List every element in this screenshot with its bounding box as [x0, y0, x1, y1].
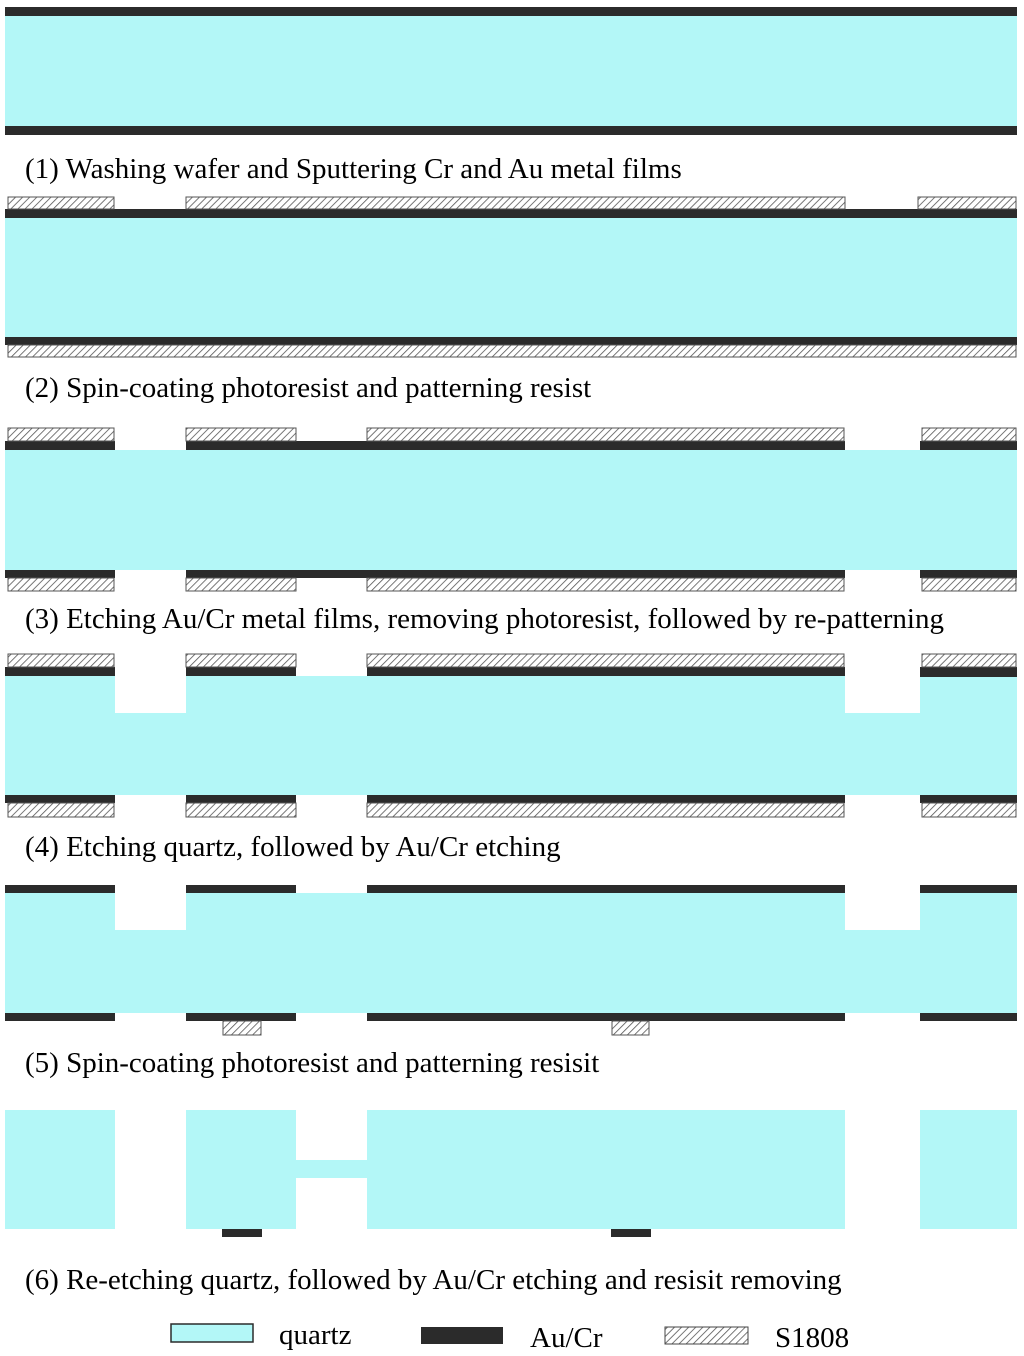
- legend-swatch-s1808: [664, 1326, 749, 1345]
- metal-film-bottom: [5, 337, 1017, 345]
- metal-film-bottom: [5, 570, 115, 578]
- resist-bottom: [7, 802, 115, 818]
- legend-label-s1808: S1808: [775, 1322, 849, 1354]
- step-2-cross-section: [5, 196, 1017, 358]
- metal-film-top: [5, 7, 1017, 16]
- quartz-block: [5, 1110, 115, 1229]
- resist-bottom: [185, 577, 297, 592]
- resist-top: [366, 427, 845, 442]
- step-3-label: (3) Etching Au/Cr metal films, removing …: [25, 603, 944, 635]
- legend-item-au-cr: Au/Cr: [421, 1322, 603, 1354]
- resist-bottom: [921, 802, 1017, 818]
- legend-label-au-cr: Au/Cr: [530, 1322, 603, 1354]
- resist-top: [185, 653, 297, 668]
- step-5-cross-section: [5, 885, 1017, 1036]
- quartz-layer: [5, 16, 1017, 126]
- metal-film-top: [920, 885, 1017, 893]
- legend: quartz Au/Cr S1808: [170, 1319, 849, 1354]
- resist-top: [7, 427, 115, 442]
- resist-top: [185, 196, 846, 210]
- quartz-layer: [5, 218, 1017, 337]
- resist-bottom: [7, 344, 1017, 358]
- step-6-label: (6) Re-etching quartz, followed by Au/Cr…: [25, 1264, 842, 1296]
- resist-top: [921, 653, 1017, 668]
- metal-film-bottom: [5, 1013, 115, 1021]
- legend-item-s1808: S1808: [664, 1322, 849, 1354]
- resist-pad: [611, 1020, 650, 1036]
- metal-film-top: [920, 667, 1017, 677]
- metal-pad: [222, 1229, 262, 1237]
- metal-film-top: [920, 441, 1017, 450]
- metal-pad: [611, 1229, 651, 1237]
- metal-film-top: [5, 209, 1017, 218]
- resist-top: [185, 427, 297, 442]
- legend-item-quartz: quartz: [170, 1319, 352, 1351]
- metal-film-bottom: [367, 1013, 845, 1021]
- resist-top: [921, 427, 1017, 442]
- resist-pad: [222, 1020, 262, 1036]
- metal-film-bottom: [920, 570, 1017, 578]
- metal-film-top: [186, 667, 296, 676]
- metal-film-bottom: [186, 1013, 296, 1021]
- quartz-layer: [5, 676, 1017, 795]
- step-2-label: (2) Spin-coating photoresist and pattern…: [25, 372, 591, 404]
- metal-film-top: [5, 885, 115, 893]
- resist-bottom: [366, 577, 845, 592]
- metal-film-bottom: [920, 795, 1017, 803]
- resist-bottom: [7, 577, 115, 592]
- step-1-label: (1) Washing wafer and Sputtering Cr and …: [25, 153, 682, 185]
- step-6-cross-section: [5, 1110, 1017, 1237]
- step-1-cross-section: [5, 7, 1017, 135]
- quartz-block: [920, 1110, 1017, 1229]
- metal-film-top: [367, 885, 845, 893]
- metal-film-bottom: [186, 570, 845, 578]
- resist-bottom: [366, 802, 845, 818]
- metal-film-bottom: [5, 795, 115, 803]
- legend-label-quartz: quartz: [279, 1319, 352, 1351]
- resist-bottom: [921, 577, 1017, 592]
- step-4-cross-section: [5, 653, 1017, 818]
- metal-film-top: [186, 885, 296, 893]
- metal-film-top: [186, 441, 845, 450]
- resist-top: [7, 653, 115, 668]
- metal-film-bottom: [920, 1013, 1017, 1021]
- resist-top: [917, 196, 1017, 210]
- step-5-label: (5) Spin-coating photoresist and pattern…: [25, 1047, 599, 1079]
- legend-swatch-au-cr: [421, 1327, 503, 1344]
- metal-film-bottom: [5, 126, 1017, 135]
- quartz-layer: [5, 450, 1017, 570]
- quartz-layer: [5, 893, 1017, 1013]
- metal-film-bottom: [186, 795, 296, 803]
- resist-bottom: [185, 802, 297, 818]
- step-3-cross-section: [5, 427, 1017, 592]
- step-4-label: (4) Etching quartz, followed by Au/Cr et…: [25, 831, 561, 863]
- metal-film-top: [367, 667, 845, 676]
- metal-film-top: [5, 441, 115, 450]
- resist-top: [7, 196, 115, 210]
- resist-top: [366, 653, 845, 668]
- metal-film-top: [5, 667, 115, 676]
- metal-film-bottom: [367, 795, 845, 803]
- quartz-structure: [186, 1110, 845, 1229]
- legend-swatch-quartz: [170, 1323, 254, 1343]
